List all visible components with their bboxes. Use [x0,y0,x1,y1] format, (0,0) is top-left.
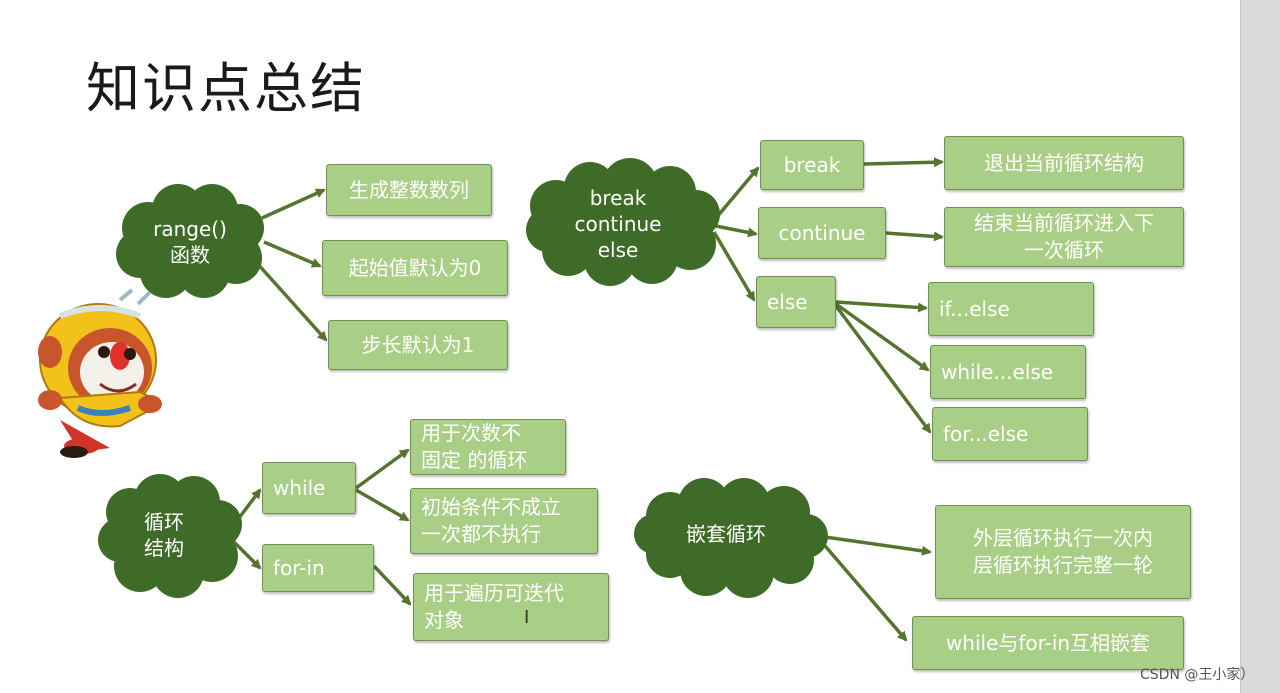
forin-node: for-in [262,544,374,592]
text-cursor-icon: I [524,607,530,628]
arrow-while-to-item1 [354,448,410,490]
arrow-break-to-desc [863,157,944,168]
cloud-nested-loop [634,478,828,598]
cloud-label-nested-loop: 嵌套循环 [686,522,766,546]
continue-desc: 结束当前循环进入下 一次循环 [944,207,1184,267]
nested-item-2: while与for-in互相嵌套 [912,616,1184,670]
arrow-cloud-to-continue [715,224,758,238]
page-title: 知识点总结 [86,57,366,120]
monkey-mascot-icon [38,288,162,458]
arrow-loop-to-forin [228,536,262,570]
slide-canvas: 知识点总结 [0,0,1240,693]
cloud-loop-structure [98,474,242,598]
arrow-nested-to-item1 [817,534,932,556]
else-item-for: for...else [932,407,1088,461]
range-item-1: 生成整数数列 [326,164,492,216]
arrow-while-to-item2 [355,488,410,522]
else-node: else [756,276,836,328]
arrow-cloud-to-else [712,231,756,302]
while-node: while [262,462,356,514]
cloud-break-continue-else [526,158,720,286]
arrow-else-to-if [835,300,928,313]
continue-node: continue [758,207,886,259]
forin-desc: 用于遍历可迭代 对象 [413,573,609,641]
arrow-range-to-item2 [263,240,322,268]
cloud-label-range: range() 函数 [153,217,227,267]
arrow-else-to-for [834,304,932,434]
break-node: break [760,140,864,190]
window-right-edge [1240,0,1280,693]
arrow-range-to-item1 [261,188,326,220]
arrow-nested-to-item2 [818,538,908,642]
range-item-2: 起始值默认为0 [322,240,508,296]
arrow-forin-to-desc [372,564,412,606]
cloud-range [116,184,264,298]
arrow-cloud-to-break [714,166,760,220]
nested-item-1: 外层循环执行一次内 层循环执行完整一轮 [935,505,1191,599]
connector-lines [38,157,944,642]
while-item-1: 用于次数不 固定 的循环 [410,419,566,475]
watermark: CSDN @王小家） [1140,667,1255,683]
while-item-2: 初始条件不成立 一次都不执行 [410,488,598,554]
arrow-else-to-while [834,302,930,372]
arrow-continue-to-desc [885,231,944,242]
else-item-while: while...else [930,345,1086,399]
break-desc: 退出当前循环结构 [944,136,1184,190]
else-item-if: if...else [928,282,1094,336]
cloud-label-loop-structure: 循环 结构 [144,510,184,560]
arrow-range-to-item3 [254,260,328,342]
range-item-3: 步长默认为1 [328,320,508,370]
cloud-label-break-continue-else: break continue else [574,186,662,262]
